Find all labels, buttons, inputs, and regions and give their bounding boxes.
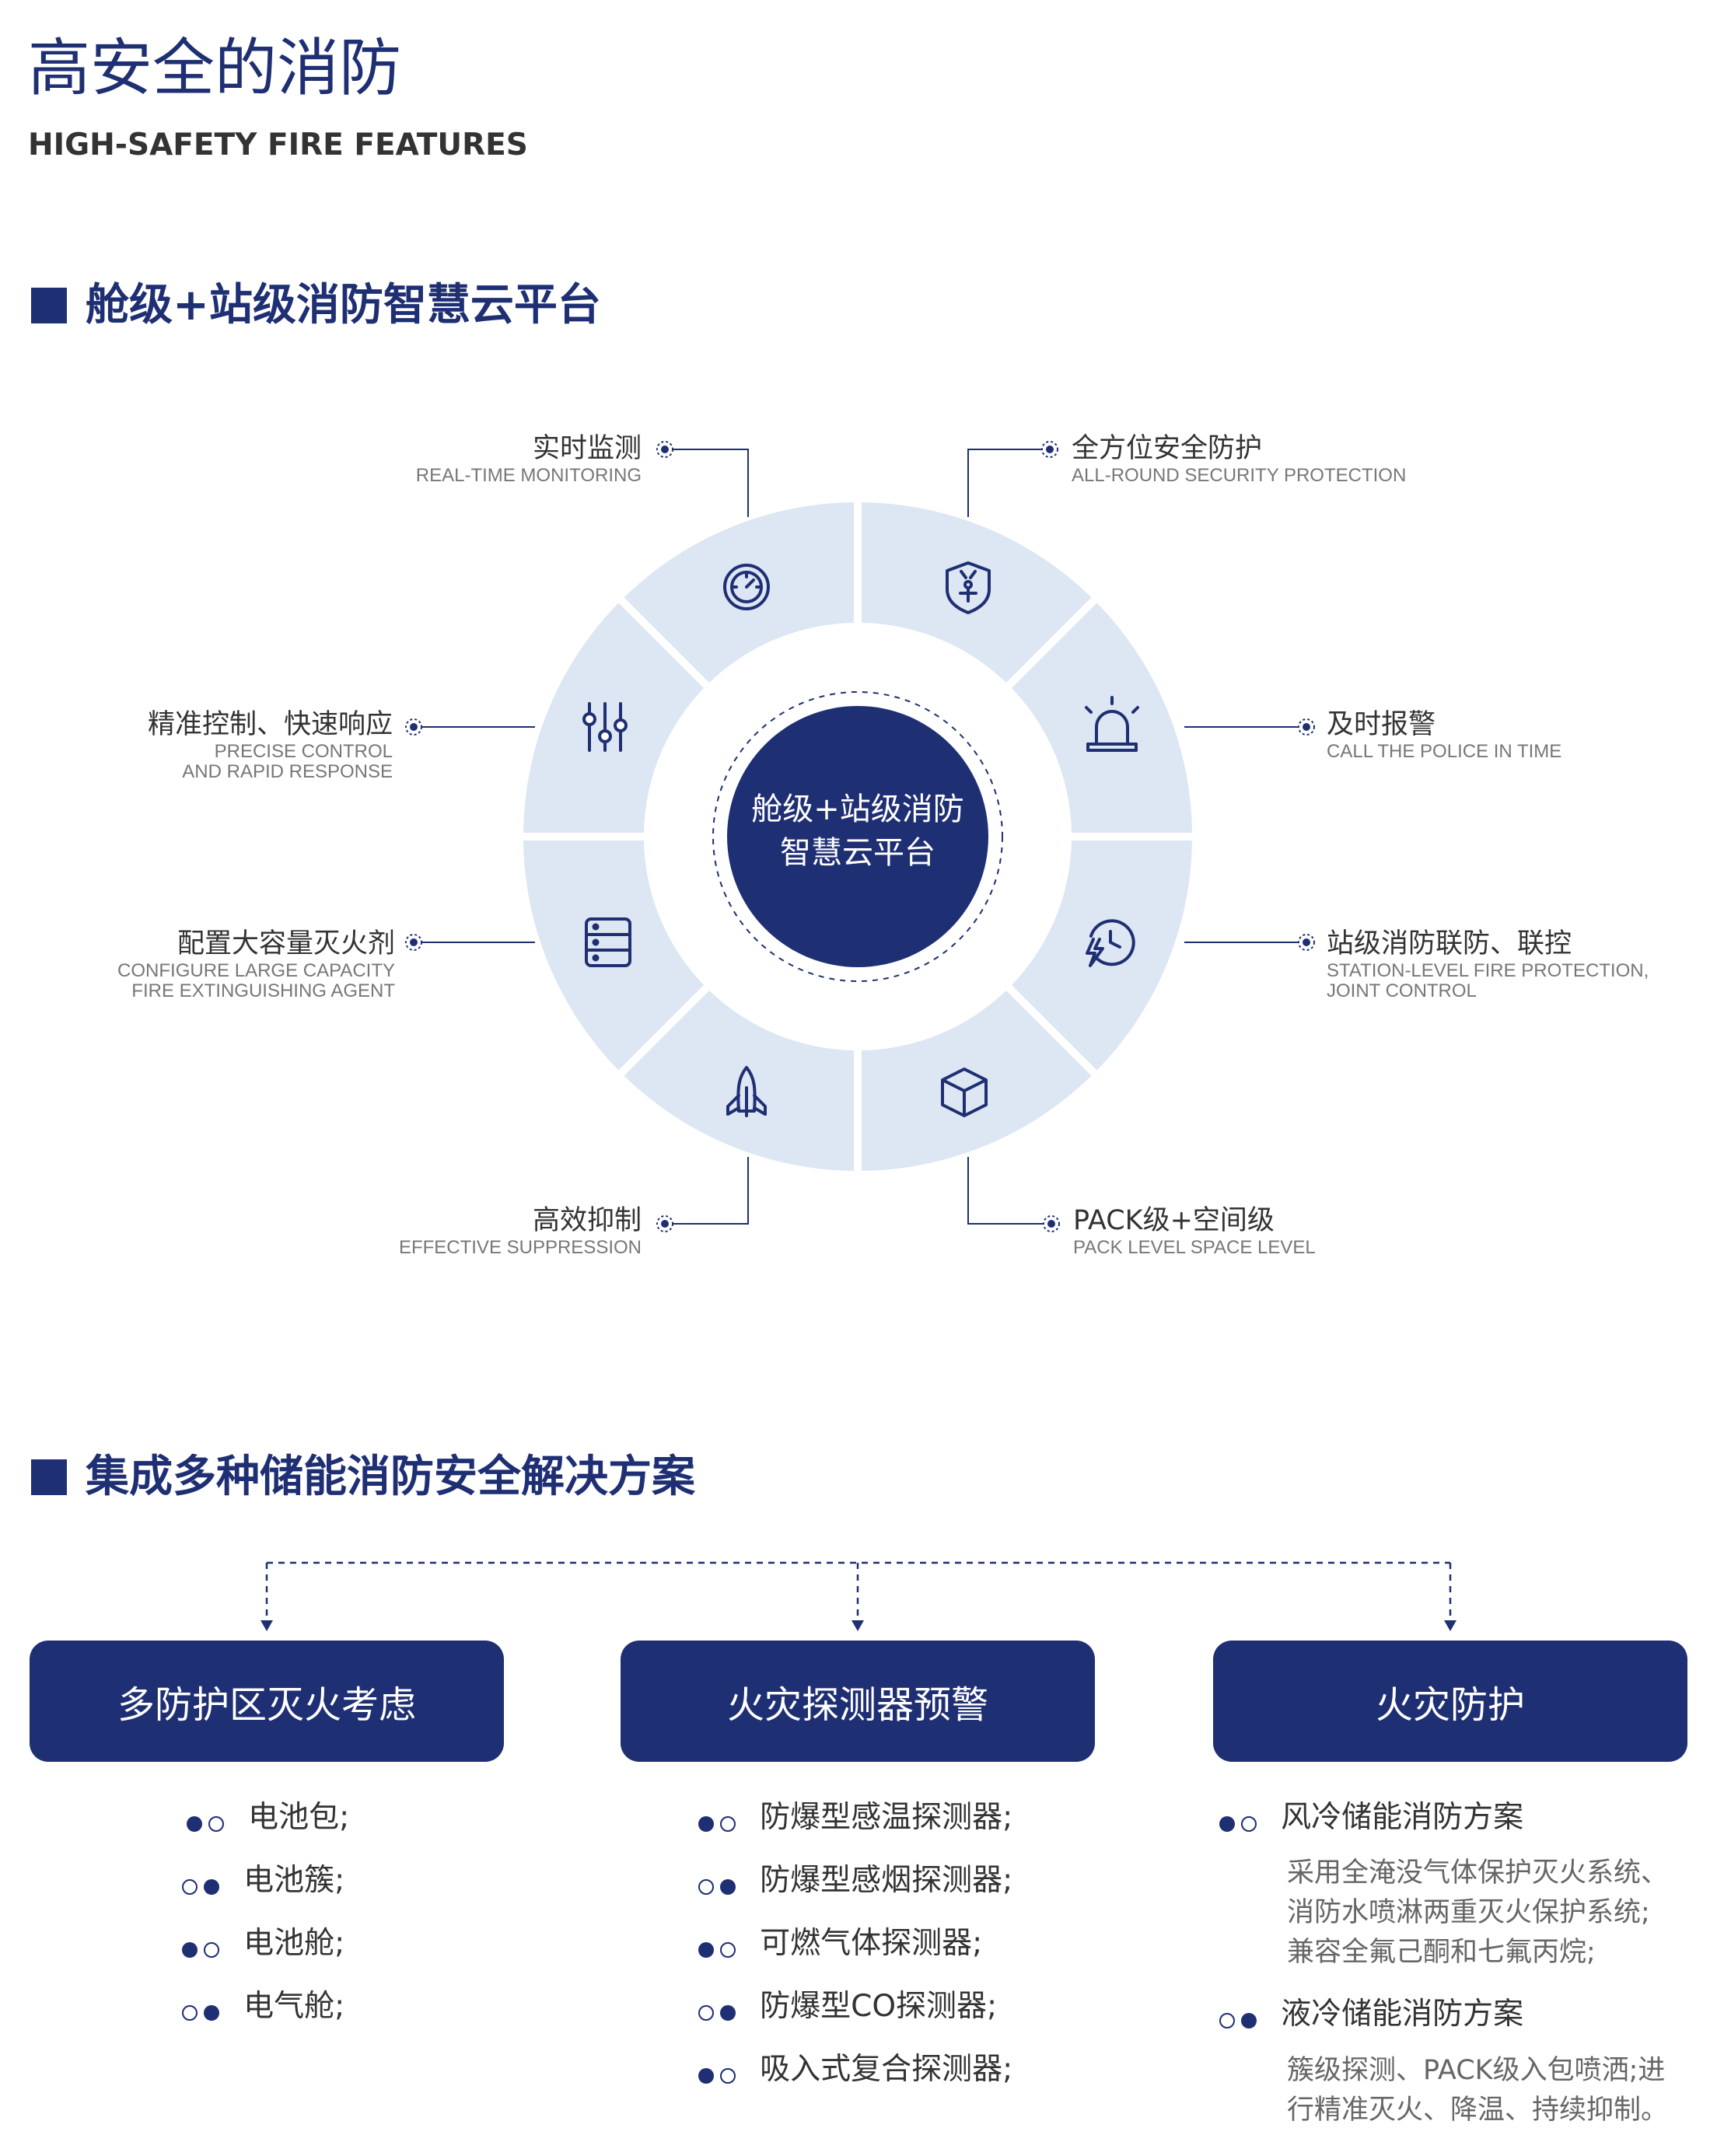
arrow-down-icon [852, 1620, 864, 1631]
target-dot-center [1303, 938, 1310, 946]
rocket-icon [726, 1066, 767, 1117]
list-item: 防爆型感烟探测器; [698, 1861, 1012, 1900]
feature-label-en: FIRE EXTINGUISHING AGENT [131, 980, 395, 1001]
feature-label-en: PRECISE CONTROL [214, 741, 393, 762]
target-dot-center [410, 723, 418, 731]
list-item: 吸入式复合探测器; [698, 2050, 1012, 2089]
sliders-icon [582, 702, 628, 752]
list-item: 电池包; [187, 1798, 349, 1837]
ring-segment [1011, 603, 1192, 833]
feature-precise-control: 精准控制、快速响应 PRECISE CONTROL AND RAPID RESP… [31, 708, 393, 782]
feature-label-cn: 配置大容量灭火剂 [177, 928, 395, 959]
solution-description: 簇级探测、PACK级入包喷洒;进 行精准灭火、降温、持续抑制。 [1287, 2055, 1669, 2126]
server-icon [585, 917, 631, 967]
leader-line [665, 1157, 749, 1225]
ring-segment [523, 840, 705, 1071]
ring-segments [523, 502, 1192, 1171]
feature-label-en: ALL-ROUND SECURITY PROTECTION [1072, 465, 1407, 486]
arrow-down-icon [261, 1620, 273, 1631]
column-title-fire-protection: 火灾防护 [1213, 1641, 1687, 1762]
center-label-line1: 舱级+站级消防 [751, 791, 964, 827]
feature-station-joint-control: 站级消防联防、联控 STATION-LEVEL FIRE PROTECTION,… [1327, 927, 1700, 1001]
feature-label-en: AND RAPID RESPONSE [182, 761, 393, 782]
leader-line [967, 1157, 1051, 1225]
clock-bolt-icon [1086, 919, 1135, 967]
list-item: 防爆型感温探测器; [698, 1798, 1012, 1837]
center-label-line2: 智慧云平台 [780, 835, 935, 871]
flow-connectors [261, 1561, 1456, 1631]
center-circle [727, 706, 988, 967]
feature-label-cn: 高效抑制 [532, 1205, 642, 1236]
arrow-down-icon [1444, 1620, 1456, 1631]
leader-line [967, 449, 1050, 517]
leader-line [665, 449, 749, 517]
page-title: 高安全的消防 [28, 32, 401, 104]
feature-label-en: STATION-LEVEL FIRE PROTECTION, [1327, 960, 1649, 981]
section-marker [31, 288, 67, 323]
solution-description: 采用全淹没气体保护灭火系统、 消防水喷淋两重灭火保护系统; 兼容全氟己酮和七氟丙… [1287, 1857, 1669, 1968]
ring-segment [862, 990, 1092, 1171]
shield-icon [946, 561, 991, 614]
target-dot-center [1047, 1220, 1055, 1228]
feature-label-cn: 实时监测 [532, 433, 642, 464]
feature-large-capacity-agent: 配置大容量灭火剂 CONFIGURE LARGE CAPACITY FIRE E… [31, 927, 395, 1001]
target-dot-center [1046, 446, 1054, 453]
section-marker [31, 1459, 67, 1495]
list-item: 电气舱; [182, 1987, 344, 2026]
feature-label-en: REAL-TIME MONITORING [415, 465, 642, 486]
feature-realtime-monitoring: 实时监测 REAL-TIME MONITORING [327, 432, 642, 486]
feature-label-cn: 站级消防联防、联控 [1327, 928, 1572, 959]
feature-label-cn: 全方位安全防护 [1072, 433, 1263, 464]
target-dot-center [661, 446, 669, 453]
feature-label-cn: 及时报警 [1327, 709, 1436, 740]
section-title-platform: 舱级+站级消防智慧云平台 [86, 280, 601, 330]
feature-label-en: PACK LEVEL SPACE LEVEL [1073, 1237, 1316, 1258]
feature-label-cn: 精准控制、快速响应 [147, 709, 393, 740]
center-dashed-ring [712, 691, 1003, 982]
section-title-solutions: 集成多种储能消防安全解决方案 [86, 1452, 695, 1502]
list-item: 可燃气体探测器; [698, 1924, 982, 1963]
ring-segment [523, 603, 705, 833]
feature-alarm: 及时报警 CALL THE POLICE IN TIME [1327, 708, 1700, 762]
list-item: 电池舱; [182, 1924, 344, 1963]
list-item: 液冷储能消防方案 [1219, 1995, 1523, 2034]
gauge-icon [723, 564, 770, 610]
connectors [405, 441, 1315, 1232]
target-dot-center [1303, 723, 1310, 731]
target-dot-center [661, 1220, 669, 1228]
feature-label-en: JOINT CONTROL [1327, 980, 1477, 1001]
ring-segment [1011, 840, 1192, 1071]
list-item: 风冷储能消防方案 [1219, 1798, 1523, 1837]
list-item: 防爆型CO探测器; [698, 1987, 997, 2026]
feature-all-round-protection: 全方位安全防护 ALL-ROUND SECURITY PROTECTION [1072, 432, 1476, 486]
feature-label-en: CONFIGURE LARGE CAPACITY [117, 960, 395, 981]
feature-label-cn: PACK级+空间级 [1073, 1205, 1275, 1236]
feature-label-en: CALL THE POLICE IN TIME [1327, 741, 1562, 762]
ring-segment [624, 502, 854, 683]
page-subtitle: HIGH-SAFETY FIRE FEATURES [28, 128, 528, 162]
target-dot-center [410, 938, 418, 946]
list-item: 电池簇; [182, 1861, 344, 1900]
cube-icon [941, 1068, 988, 1117]
feature-label-en: EFFECTIVE SUPPRESSION [398, 1237, 642, 1258]
feature-pack-space-level: PACK级+空间级 PACK LEVEL SPACE LEVEL [1073, 1204, 1477, 1258]
alarm-icon [1085, 696, 1139, 752]
feature-effective-suppression: 高效抑制 EFFECTIVE SUPPRESSION [327, 1204, 642, 1258]
column-title-multi-zone: 多防护区灭火考虑 [30, 1641, 504, 1762]
column-title-detector-warning: 火灾探测器预警 [621, 1641, 1095, 1762]
